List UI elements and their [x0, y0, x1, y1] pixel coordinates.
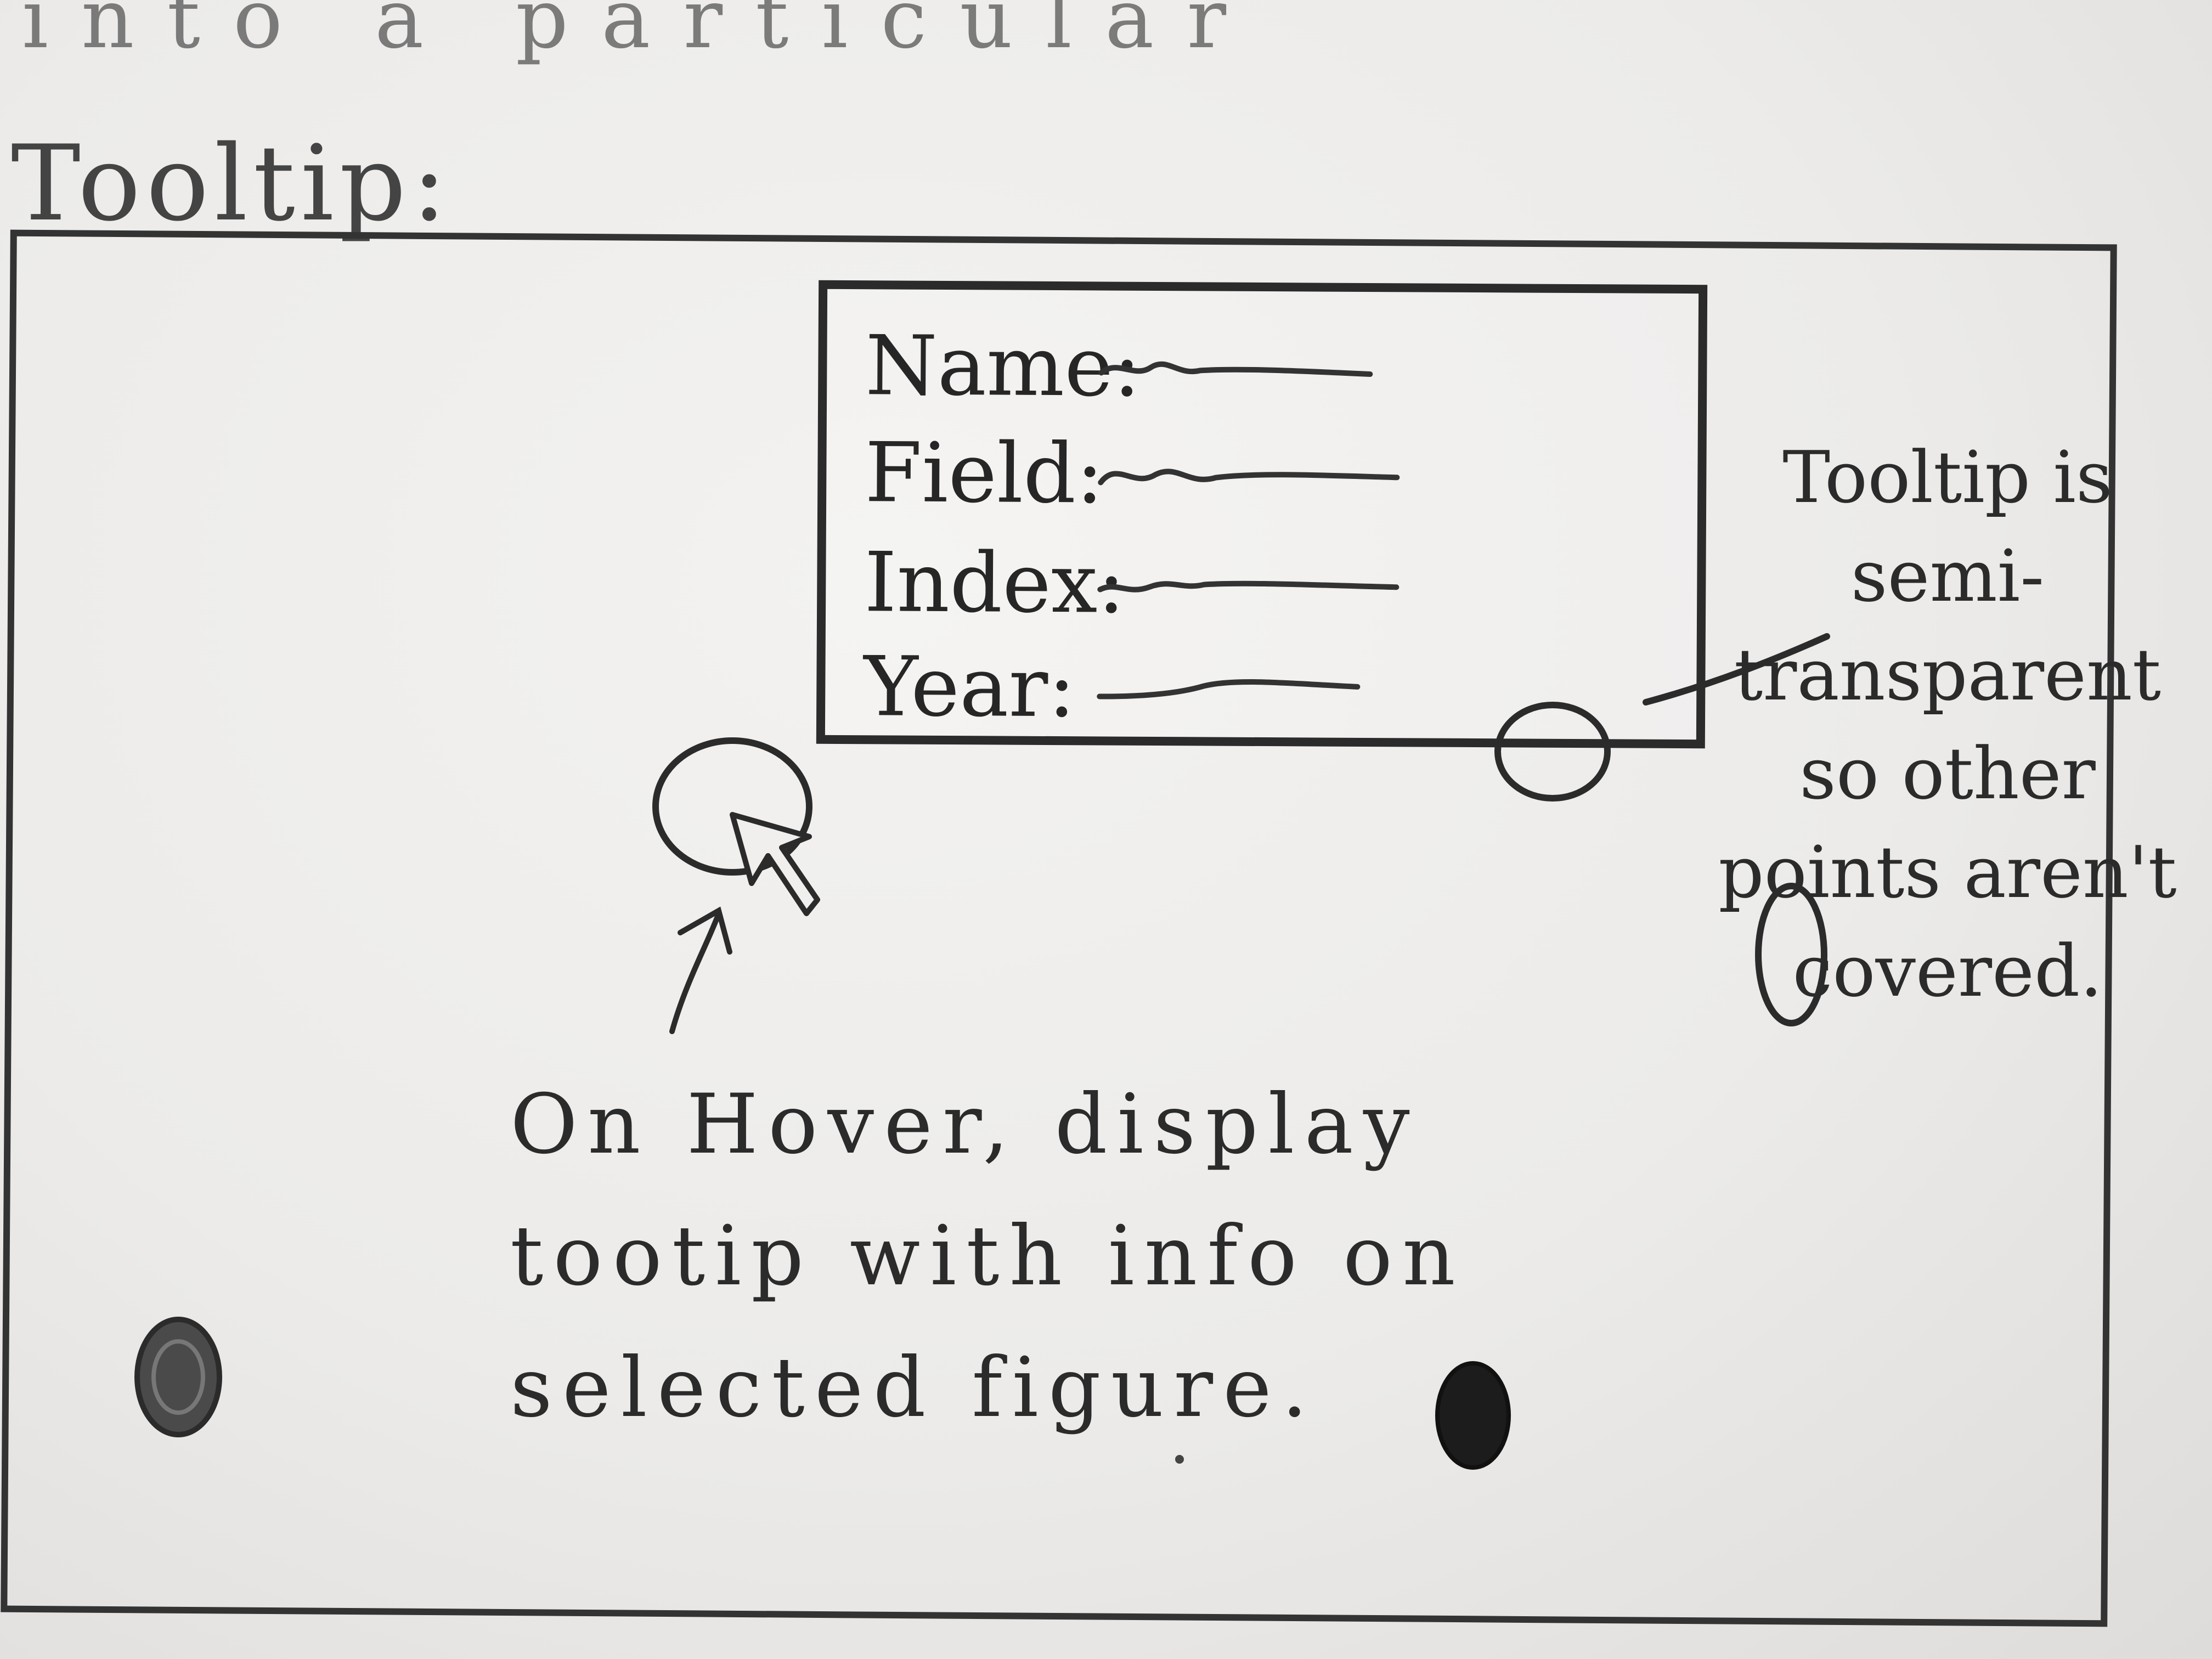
- hover-annotation: On Hover, display tootip with info on se…: [510, 1077, 1465, 1436]
- transparency-annotation: Tooltip is semi-transparent so other poi…: [1718, 436, 2177, 1013]
- header-partial-text: into a particular: [22, 0, 1260, 67]
- squiggle-placeholder-name: [1098, 361, 1373, 377]
- tooltip-row-field: Field:: [864, 425, 1403, 522]
- squiggle-placeholder-field: [1098, 469, 1400, 486]
- tooltip-row-name: Name:: [865, 318, 1403, 415]
- tooltip-label-name: Name:: [865, 318, 1142, 415]
- tooltip-box: Name: Field: Index: Year:: [816, 280, 1708, 749]
- tooltip-row-index: Index:: [864, 535, 1402, 632]
- tooltip-label-index: Index:: [864, 535, 1126, 632]
- squiggle-placeholder-year: [1097, 679, 1361, 699]
- header-tooltip-label: Tooltip:: [11, 123, 453, 244]
- tooltip-row-year: Year:: [863, 639, 1402, 736]
- tooltip-label-year: Year:: [863, 639, 1076, 736]
- squiggle-placeholder-index: [1097, 580, 1400, 592]
- tooltip-label-field: Field:: [864, 425, 1104, 522]
